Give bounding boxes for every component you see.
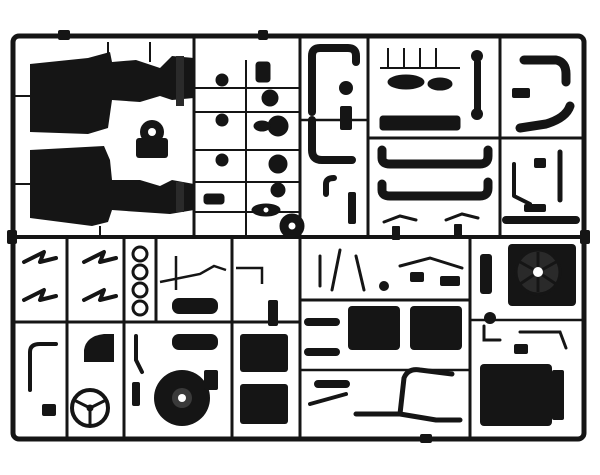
floor-panels xyxy=(240,300,288,424)
transmission-housing xyxy=(136,120,168,158)
small-parts-column xyxy=(194,60,305,239)
pipe-fittings xyxy=(339,81,356,224)
seat-part xyxy=(84,334,114,362)
curved-pipes xyxy=(502,55,580,224)
frame-lugs xyxy=(7,30,590,443)
fuel-tanks xyxy=(172,298,218,350)
linkage-rods xyxy=(159,256,264,290)
small-fittings-mid xyxy=(379,224,492,294)
steering-wheel xyxy=(70,388,110,428)
engine-block-upper xyxy=(30,52,194,134)
shock-absorber xyxy=(471,50,483,120)
radiator-fan xyxy=(508,244,576,306)
control-levers-mid xyxy=(318,212,480,292)
bottom-right-fittings xyxy=(484,312,528,354)
small-blocks-left xyxy=(42,382,140,416)
bottom-right-bits xyxy=(482,324,568,350)
engine-block-lower xyxy=(30,146,194,226)
drive-shafts xyxy=(308,367,463,423)
washer-rings xyxy=(131,245,149,317)
radiator-core xyxy=(480,364,564,426)
coolant-hoses xyxy=(304,318,350,388)
top-left-gates xyxy=(13,42,151,237)
wheel-hub xyxy=(154,370,218,426)
lever-parts xyxy=(22,250,118,302)
brackets-top-right xyxy=(512,88,546,212)
intake-manifold xyxy=(379,48,461,131)
cylinder-heads xyxy=(348,306,462,350)
radiator-hoses xyxy=(377,145,493,201)
exhaust-pipes xyxy=(308,44,360,197)
pedal-arm xyxy=(28,334,144,392)
